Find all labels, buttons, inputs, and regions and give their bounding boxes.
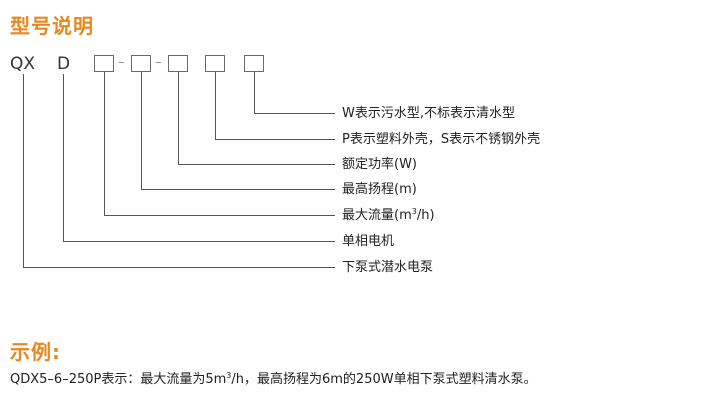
code-box-head [131, 55, 151, 72]
desc-max-flow-text: 最大流量(m [342, 208, 412, 223]
desc-submersible-pump: 下泵式潜水电泵 [342, 260, 434, 275]
code-box-power [168, 55, 188, 72]
desc-max-head: 最高扬程(m) [342, 182, 417, 197]
leader-head [141, 72, 335, 190]
leader-pump [23, 74, 335, 268]
desc-rated-power: 额定功率(W) [342, 157, 417, 172]
leader-power [178, 72, 335, 165]
desc-water-type: W表示污水型,不标表示清水型 [342, 106, 515, 121]
code-dash: – [118, 55, 125, 70]
leader-water [254, 72, 335, 114]
model-description-title: 型号说明 [10, 14, 94, 38]
example-title: 示例: [10, 340, 61, 364]
desc-shell-material: P表示塑料外壳，S表示不锈钢外壳 [342, 132, 541, 147]
code-prefix: QX [10, 54, 36, 74]
desc-single-phase-motor: 单相电机 [342, 234, 395, 249]
example-text-rest: /h，最高扬程为6m的250W单相下泵式塑料清水泵。 [231, 372, 537, 387]
code-dash: – [155, 55, 162, 70]
desc-max-flow: 最大流量(m3/h) [342, 207, 435, 224]
desc-max-flow-unit: /h) [416, 208, 435, 223]
example-text-main: QDX5–6–250P表示：最大流量为5m [10, 372, 227, 387]
code-box-flow [94, 55, 114, 72]
code-box-shell [205, 55, 225, 72]
example-text-sup: 3 [226, 371, 232, 380]
code-motor-letter: D [57, 54, 71, 74]
leader-motor [63, 74, 335, 242]
code-box-water [244, 55, 264, 72]
leader-shell [215, 72, 335, 140]
example-text: QDX5–6–250P表示：最大流量为5m3/h，最高扬程为6m的250W单相下… [10, 368, 537, 388]
leader-flow [104, 72, 335, 216]
desc-max-flow-sup: 3 [411, 207, 417, 216]
